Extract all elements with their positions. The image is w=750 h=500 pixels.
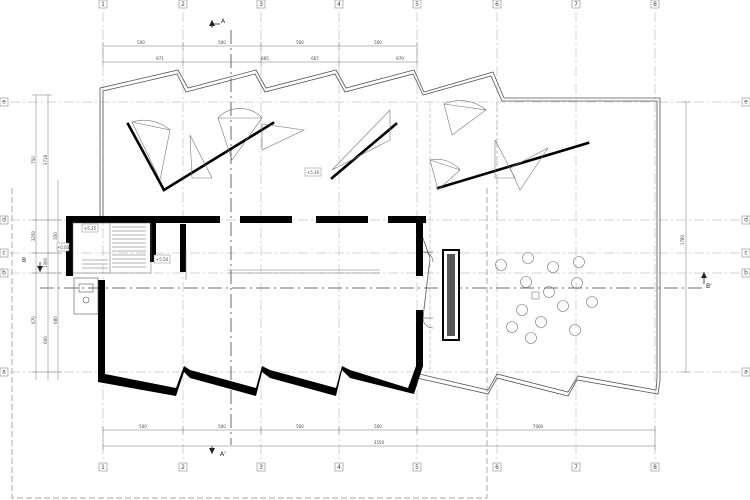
grid-row-e: e [2, 99, 6, 106]
service-box [73, 277, 99, 315]
dim-left-3: 3250 [31, 230, 36, 241]
dim-left-5: 1300 [43, 257, 48, 268]
grid-bubbles-right [741, 97, 750, 377]
doors [422, 251, 434, 329]
grid-col-7: 7 [574, 1, 578, 8]
level-tag-3: +0.00 [57, 245, 70, 250]
grid-row-c: c [2, 250, 5, 257]
grid-col-7-bottom: 7 [574, 464, 578, 471]
grid-col-2-bottom: 2 [181, 464, 185, 471]
section-marker-a-bottom: A' [209, 446, 226, 458]
grid-col-5-bottom: 5 [415, 464, 419, 471]
grid-bubbles-left [0, 97, 9, 377]
grid-bubbles-bottom [98, 462, 660, 472]
grid-col-8-bottom: 8 [653, 464, 657, 471]
dimension-labels-top: 500 500 500 500 971 665 667 970 [137, 40, 404, 61]
dim-left-4: 350 [53, 232, 58, 240]
dim-bottom-5: 7000 [533, 424, 544, 429]
dim-bottom-3: 500 [296, 424, 304, 429]
section-marker-b-right: B' [701, 272, 712, 290]
grid-row-e-right: e [744, 99, 748, 106]
grid-col-6: 6 [495, 1, 499, 8]
grid-col-8: 8 [653, 1, 657, 8]
dimension-lines-left [32, 94, 62, 380]
grid-labels-top: 1 2 3 4 5 6 7 8 [101, 1, 657, 8]
dim-left-6: 670 [31, 316, 36, 324]
dim-left-2: 3718 [43, 154, 48, 165]
grid-labels-left: e d c b a [2, 99, 6, 376]
dimension-labels-left: 750 3718 3250 350 1300 670 600 680 [31, 154, 58, 343]
dim-right: 1780 [680, 234, 685, 245]
dim-bottom-total: 3550 [374, 440, 385, 445]
seating-area [495, 252, 598, 344]
grid-row-a-right: a [744, 369, 748, 376]
grid-bubbles-top [98, 0, 660, 9]
grid-row-d-right: d [744, 217, 748, 224]
section-marker-b-left: B [22, 257, 43, 272]
section-b-label: B [22, 257, 26, 264]
dim-top-row2-4: 970 [396, 56, 404, 61]
dimension-labels-bottom: 500 500 500 500 7000 3550 [139, 424, 543, 445]
exterior-walls [66, 216, 426, 382]
grid-row-b-right: b [744, 270, 748, 277]
grid-col-3: 3 [259, 1, 263, 8]
grid-col-2: 2 [181, 1, 185, 8]
section-a-label: A [221, 18, 226, 25]
dim-top-row2-1: 971 [156, 56, 164, 61]
dim-bottom-1: 500 [139, 424, 147, 429]
dim-top-row2-3: 667 [311, 56, 319, 61]
reception-counter [442, 249, 460, 341]
dimension-lines-top [102, 42, 418, 66]
dim-left-1: 750 [31, 156, 36, 164]
grid-col-1: 1 [101, 1, 105, 8]
section-lines [40, 30, 705, 445]
section-marker-a-top: A [209, 18, 226, 28]
grid-col-4-bottom: 4 [337, 464, 341, 471]
grid-row-b: b [2, 270, 6, 277]
dim-top-4: 500 [374, 40, 382, 45]
grid-labels-right: e d c b a [744, 99, 748, 376]
south-zigzag-wall [98, 366, 423, 396]
level-tag-4: +5.30 [307, 170, 320, 175]
dim-left-7: 600 [43, 336, 48, 344]
grid-col-6-bottom: 6 [495, 464, 499, 471]
grid-row-d: d [2, 217, 6, 224]
dim-top-3: 500 [296, 40, 304, 45]
grid-row-a: a [2, 369, 6, 376]
section-b-prime-label: B' [706, 283, 712, 290]
grid-labels-bottom: 1 2 3 4 5 6 7 8 [101, 464, 657, 471]
dim-bottom-2: 500 [218, 424, 226, 429]
dimension-lines-bottom [102, 426, 656, 450]
dim-bottom-4: 500 [374, 424, 382, 429]
grid-row-c-right: c [744, 250, 747, 257]
dimension-lines-right [682, 101, 690, 373]
dim-top-1: 500 [137, 40, 145, 45]
grid-col-1-bottom: 1 [101, 464, 105, 471]
dim-top-row2-2: 665 [261, 56, 269, 61]
dim-top-2: 500 [218, 40, 226, 45]
section-a-prime-label: A' [220, 451, 226, 458]
grid-col-3-bottom: 3 [259, 464, 263, 471]
floor-boundary-dashed [429, 102, 498, 372]
grid-col-4: 4 [337, 1, 341, 8]
grid-col-5: 5 [415, 1, 419, 8]
upper-door-swings [131, 100, 549, 191]
level-tags: +5.25 +5.50 +0.00 +5.30 [56, 167, 322, 264]
stair [72, 222, 152, 274]
dim-left-8: 680 [53, 316, 58, 324]
drawing-frame [11, 188, 488, 499]
roof-beams [126, 121, 590, 192]
level-tag-2: +5.50 [156, 257, 169, 262]
interior-glazing [185, 250, 380, 280]
level-tag-1: +5.25 [84, 226, 97, 231]
grid-lines [10, 12, 740, 460]
